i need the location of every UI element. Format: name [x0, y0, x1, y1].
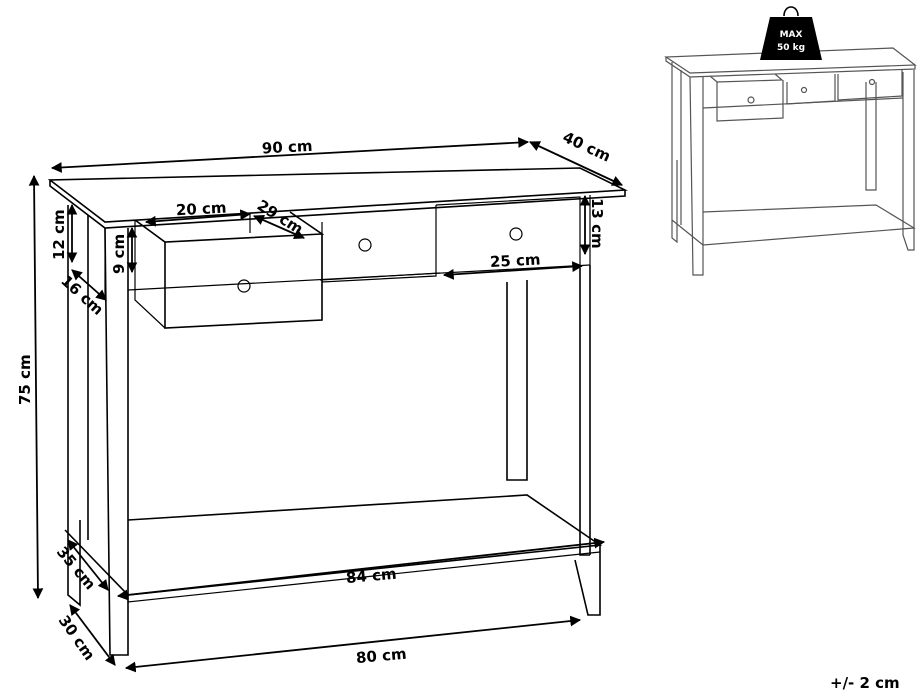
open-drawer-side [134, 220, 166, 329]
dim-depth-top [529, 141, 623, 186]
weight-handle [783, 6, 799, 17]
open-drawer-top [134, 211, 325, 243]
dim-drawer-width [144, 209, 252, 227]
dim-side-drawer-width [442, 261, 584, 280]
leg-back-left [67, 205, 81, 607]
middle-drawer-front [321, 205, 437, 283]
open-drawer-front [164, 234, 323, 329]
dim-leg-depth [71, 269, 107, 301]
label-drawer-height: 9 cm [110, 234, 128, 274]
label-height-total: 75 cm [16, 354, 34, 405]
dim-base-width [124, 615, 582, 673]
label-drawer-depth: 29 cm [254, 196, 306, 238]
label-apron-height: 12 cm [50, 209, 68, 260]
middle-drawer-knob [358, 238, 372, 252]
label-base-width: 80 cm [355, 645, 407, 667]
label-side-drawer-height: 13 cm [588, 198, 606, 249]
weight-badge: MAX 50 kg [760, 6, 822, 60]
dim-width-top [50, 137, 530, 173]
main-table [47, 167, 629, 656]
weight-line1: MAX [780, 30, 803, 40]
leg-front-left [104, 227, 129, 656]
label-width-top: 90 cm [261, 137, 312, 158]
leg-back-right [506, 280, 528, 481]
weight-icon [760, 17, 822, 60]
thumbnail-table [664, 47, 917, 276]
tolerance-note: +/- 2 cm [830, 674, 900, 692]
open-drawer-knob [237, 279, 251, 293]
dim-height-total [28, 174, 44, 600]
dimension-lines [28, 137, 623, 673]
dim-base-depth [69, 604, 116, 666]
label-side-drawer-width: 25 cm [490, 250, 541, 271]
label-drawer-width: 20 cm [176, 199, 227, 220]
apron-middle-bottom [319, 272, 441, 281]
label-base-depth: 30 cm [55, 612, 99, 664]
dim-shelf-width [116, 537, 606, 601]
dim-drawer-depth [253, 214, 305, 240]
label-shelf-width: 84 cm [345, 565, 397, 587]
right-drawer-knob [509, 227, 523, 241]
leg-front-right-outer [579, 268, 590, 556]
dim-shelf-depth [67, 539, 109, 591]
weight-line2: 50 kg [777, 43, 805, 53]
